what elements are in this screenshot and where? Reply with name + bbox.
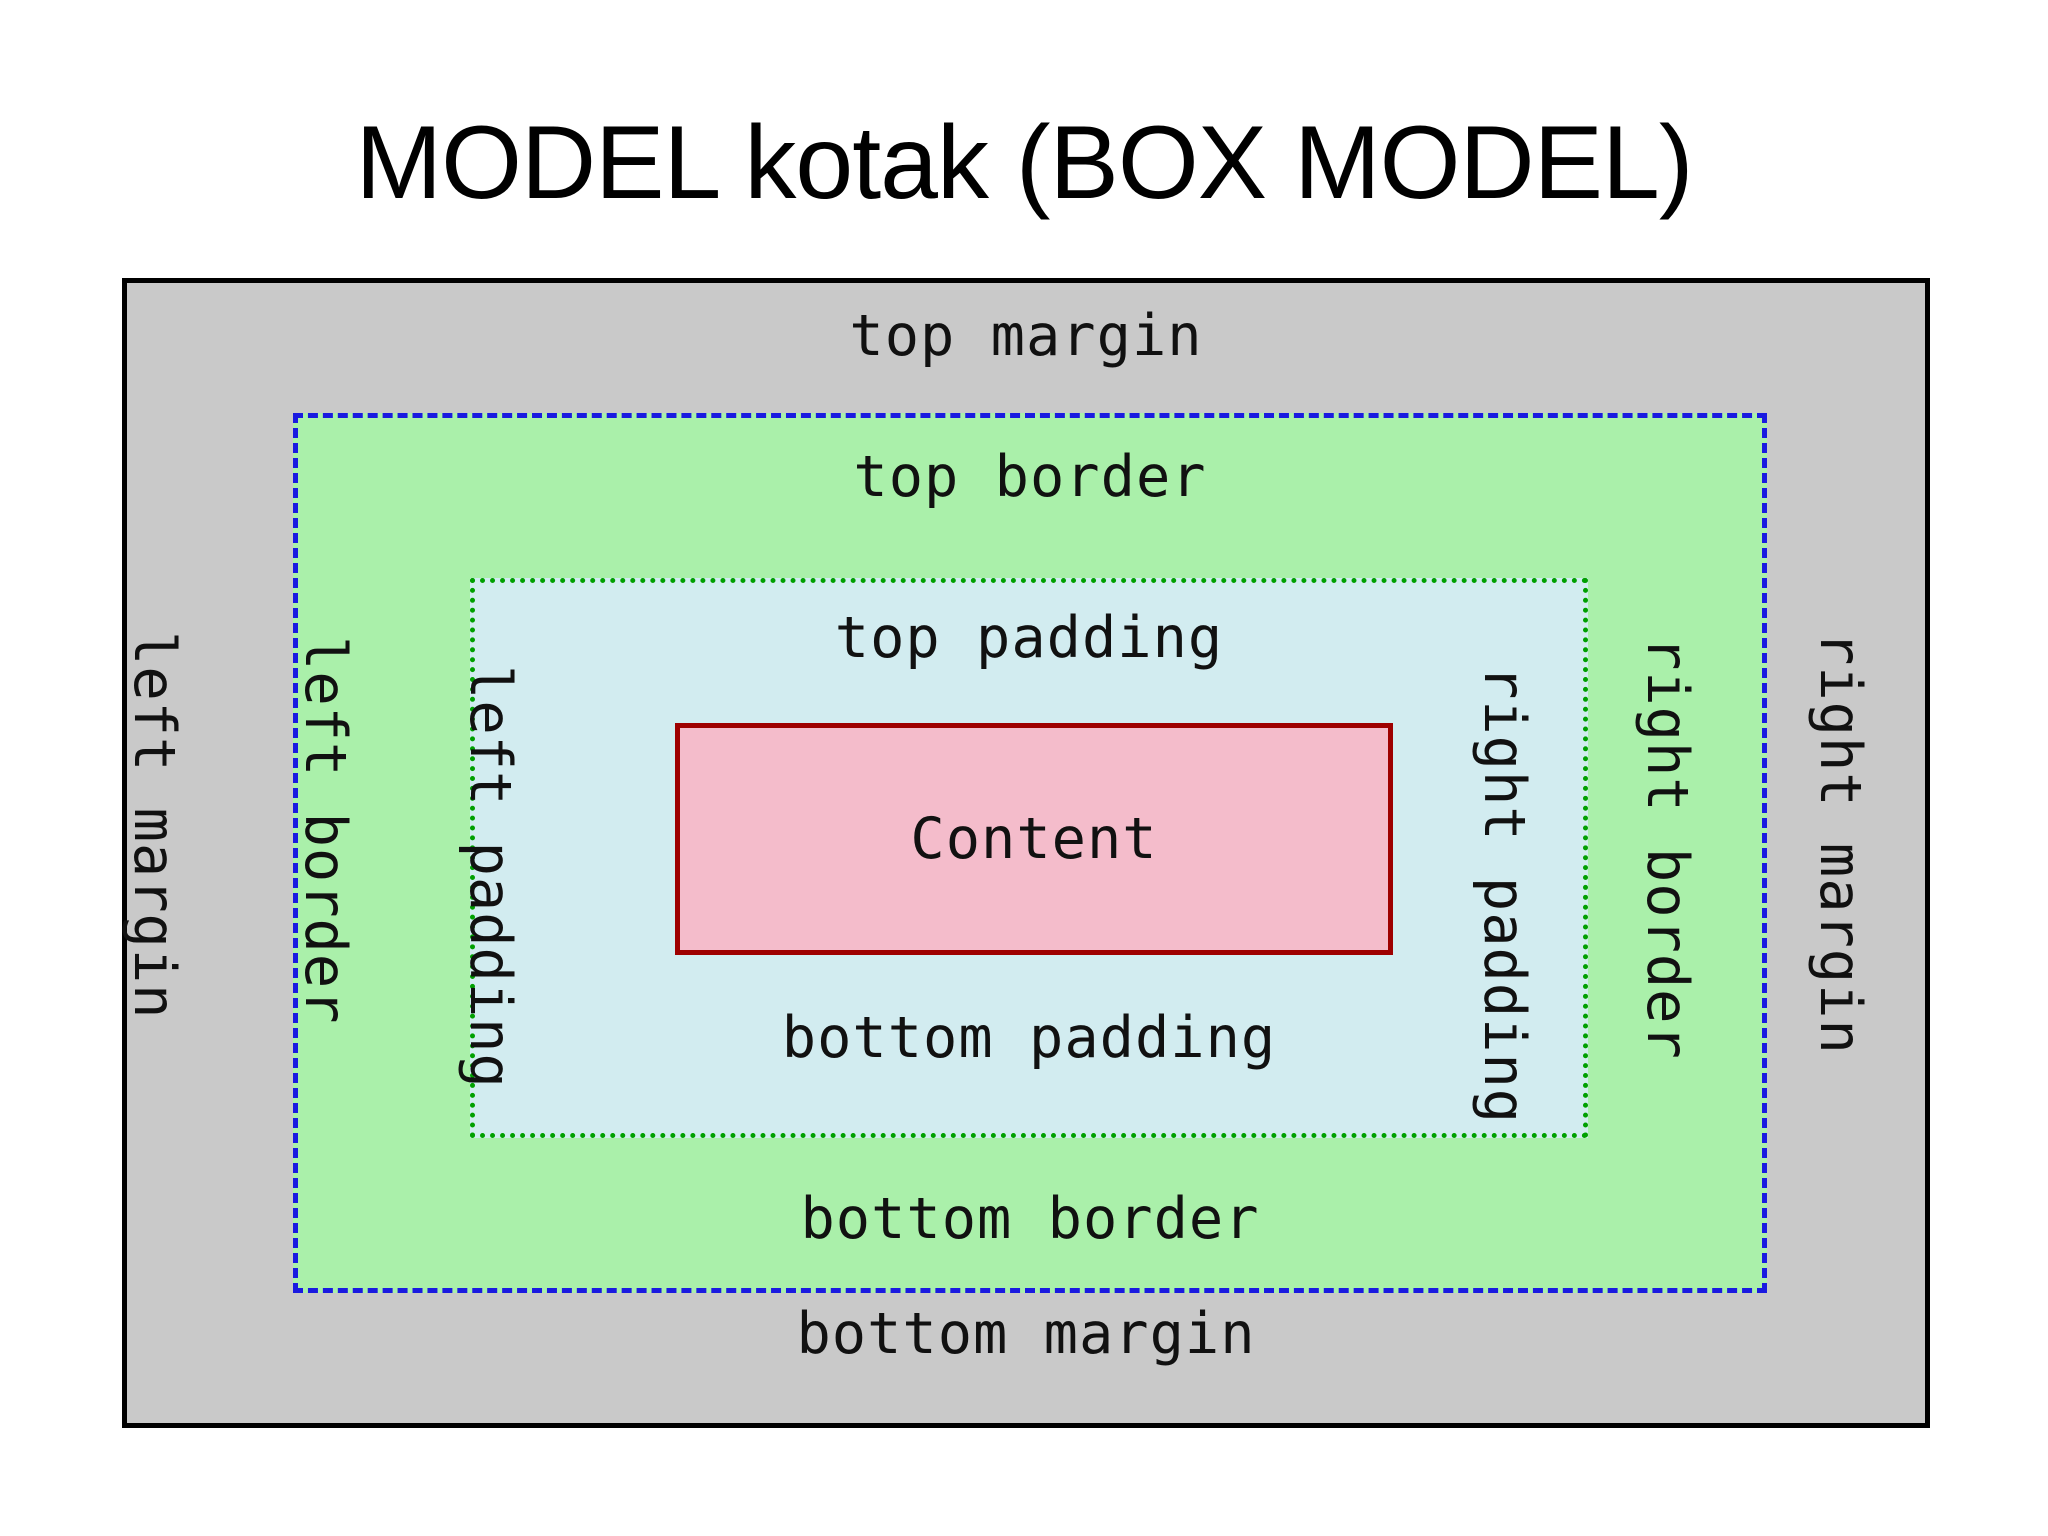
label-right-padding: right padding bbox=[1471, 665, 1537, 1125]
label-top-margin: top margin bbox=[849, 303, 1203, 369]
label-left-margin: left margin bbox=[121, 631, 187, 1020]
page-title: MODEL kotak (BOX MODEL) bbox=[355, 105, 1694, 221]
label-bottom-padding: bottom padding bbox=[781, 1005, 1277, 1071]
label-right-border: right border bbox=[1634, 636, 1700, 1060]
label-right-margin: right margin bbox=[1807, 631, 1873, 1055]
label-bottom-margin: bottom margin bbox=[796, 1301, 1256, 1367]
label-left-border: left border bbox=[292, 636, 358, 1025]
margin-box: top margin bottom margin left margin rig… bbox=[121, 278, 1930, 1428]
padding-box: top padding bottom padding left padding … bbox=[457, 578, 1588, 1138]
label-top-padding: top padding bbox=[834, 605, 1224, 671]
label-left-padding: left padding bbox=[457, 665, 523, 1089]
content-box: Content bbox=[675, 723, 1393, 955]
label-top-border: top border bbox=[853, 444, 1207, 510]
label-content: Content bbox=[910, 806, 1158, 872]
label-bottom-border: bottom border bbox=[800, 1186, 1260, 1252]
border-box: top border bottom border left border rig… bbox=[292, 413, 1767, 1293]
